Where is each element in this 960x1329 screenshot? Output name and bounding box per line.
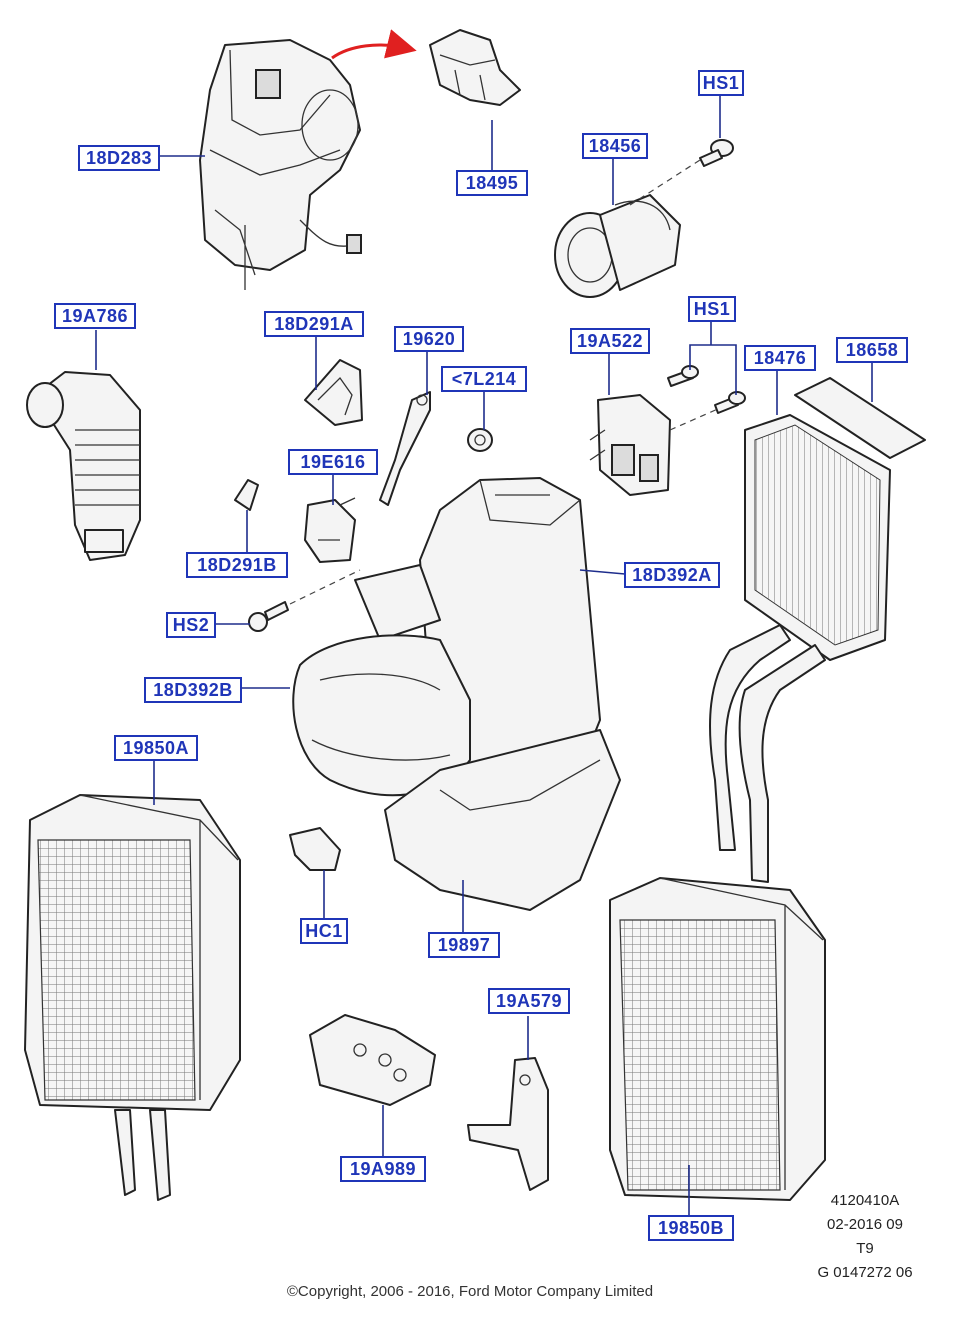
screw-HS2 (248, 601, 289, 632)
callout-19620: 19620 (394, 326, 464, 352)
seal-18D291A (304, 359, 363, 426)
lever-19620 (379, 391, 431, 506)
callout-18D291B: 18D291B (186, 552, 288, 578)
evaporator-19850B (609, 877, 826, 1201)
resistor-19A522 (589, 394, 671, 496)
callout-HS1-mid: HS1 (688, 296, 736, 322)
blower-motor-18456 (554, 194, 681, 298)
callout-HS2: HS2 (166, 612, 216, 638)
heater-case-18D392 (292, 477, 621, 911)
seal-18658 (794, 377, 926, 459)
clip-18D291B (234, 479, 259, 511)
callout-19850A: 19850A (114, 735, 198, 761)
callout-7L214: <7L214 (441, 366, 527, 392)
callout-19A522: 19A522 (570, 328, 650, 354)
actuator-19E616 (304, 497, 356, 563)
blower-housing-18D283 (199, 29, 417, 290)
callout-18658: 18658 (836, 337, 908, 363)
callout-19A989: 19A989 (340, 1156, 426, 1182)
clip-HC1 (289, 827, 341, 871)
connector-18495 (429, 29, 521, 106)
callout-HC1: HC1 (300, 918, 348, 944)
callout-18D291A: 18D291A (264, 311, 364, 337)
callout-18D392B: 18D392B (144, 677, 242, 703)
callout-HS1-top: HS1 (698, 70, 744, 96)
callout-19A786: 19A786 (54, 303, 136, 329)
screw-HS1-top (699, 139, 734, 167)
callout-18456: 18456 (582, 133, 648, 159)
drawing-number: 4120410A (830, 1192, 900, 1209)
mount-19A989 (309, 1014, 436, 1106)
callout-19A579: 19A579 (488, 988, 570, 1014)
grommet-7L214 (467, 428, 493, 452)
drawing-ref: G 0147272 06 (817, 1264, 913, 1281)
copyright-notice: ©Copyright, 2006 - 2016, Ford Motor Comp… (286, 1283, 654, 1300)
callout-18495: 18495 (456, 170, 528, 196)
duct-hose-19A786 (26, 371, 141, 561)
callout-18D283: 18D283 (78, 145, 160, 171)
bracket-19A579 (467, 1057, 549, 1191)
callout-18476: 18476 (744, 345, 816, 371)
drawing-code: T9 (856, 1240, 874, 1257)
leader-lines (95, 96, 873, 1215)
callout-19897: 19897 (428, 932, 500, 958)
screws-HS1-mid (667, 365, 746, 414)
drawing-date: 02-2016 09 (827, 1216, 903, 1233)
evaporator-19850A (24, 794, 241, 1201)
callout-19850B: 19850B (648, 1215, 734, 1241)
heater-core-18476 (709, 414, 891, 883)
callout-19E616: 19E616 (288, 449, 378, 475)
callout-18D392A: 18D392A (624, 562, 720, 588)
